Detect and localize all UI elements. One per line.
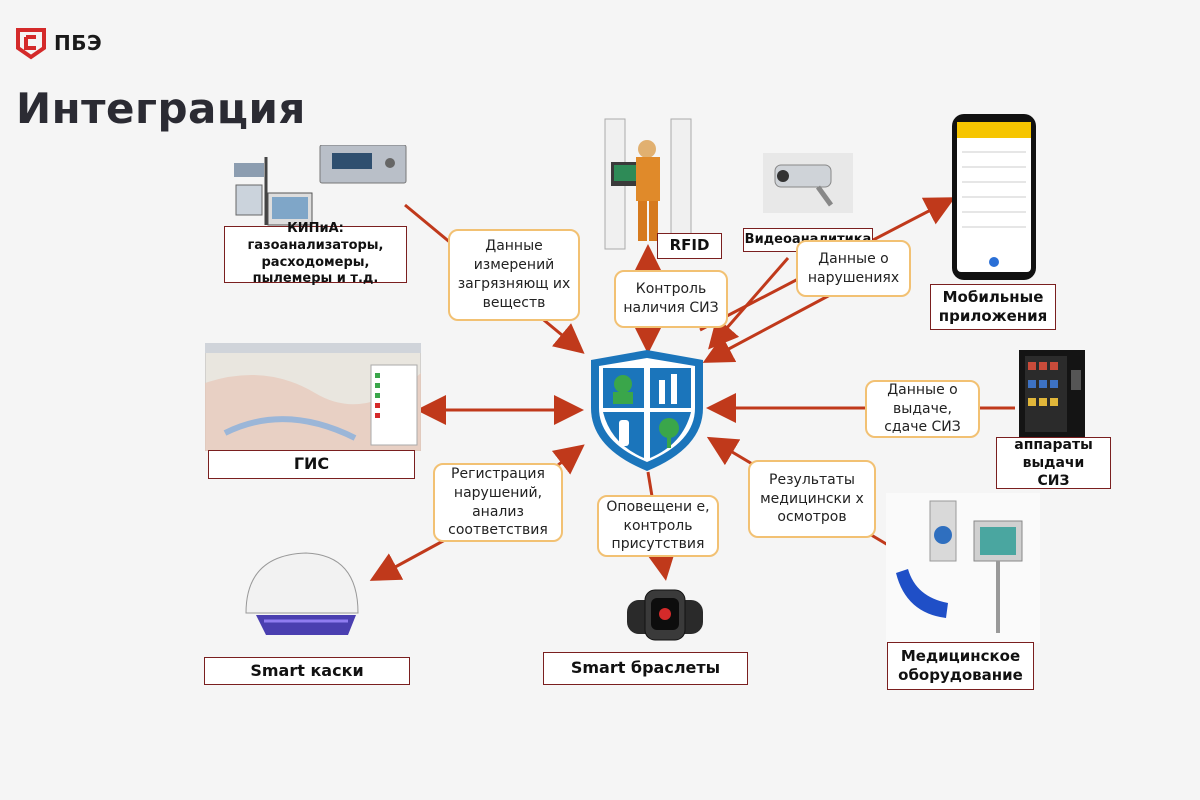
page-title: Интеграция — [16, 84, 306, 133]
arrow-video — [708, 257, 790, 350]
bubble-registration: Регистрация нарушений, анализ соответств… — [433, 463, 563, 542]
logo-text: ПБЭ — [54, 31, 103, 55]
bubble-medical-results: Результаты медицински х осмотров — [748, 460, 876, 538]
rfid-gate-image — [604, 118, 692, 250]
vending-machine-image — [1019, 350, 1085, 438]
medical-equipment-image — [886, 493, 1040, 643]
kipia-devices-image — [234, 145, 407, 226]
node-helmets: Smart каски — [204, 657, 410, 685]
node-medical: Медицинское оборудование — [887, 642, 1034, 690]
company-logo-icon — [16, 28, 46, 60]
shield-safety-icon — [591, 350, 703, 471]
mobile-phone-image — [952, 114, 1036, 280]
node-bracelets: Smart браслеты — [543, 652, 748, 685]
company-logo: ПБЭ — [14, 26, 102, 60]
camera-image — [763, 153, 853, 213]
smart-bracelet-image — [627, 589, 703, 641]
bubble-notification: Оповещени е, контроль присутствия — [597, 495, 719, 557]
node-kipia: КИПиА: газоанализаторы, расходомеры, пыл… — [224, 221, 407, 286]
arrow-mobile-in — [702, 293, 831, 363]
bubble-siz-control: Контроль наличия СИЗ — [614, 270, 728, 328]
bubble-measurements: Данные измерений загрязняющ их веществ — [448, 229, 580, 321]
node-gis: ГИС — [208, 450, 415, 479]
smart-helmet-image — [245, 552, 359, 635]
node-vending: аппараты выдачи СИЗ — [996, 437, 1111, 489]
gis-map-image — [205, 343, 421, 451]
node-mobile: Мобильные приложения — [930, 284, 1056, 330]
bubble-violations: Данные о нарушениях — [796, 240, 911, 297]
node-rfid: RFID — [657, 233, 722, 259]
bubble-issue: Данные о выдаче, сдаче СИЗ — [865, 380, 980, 438]
